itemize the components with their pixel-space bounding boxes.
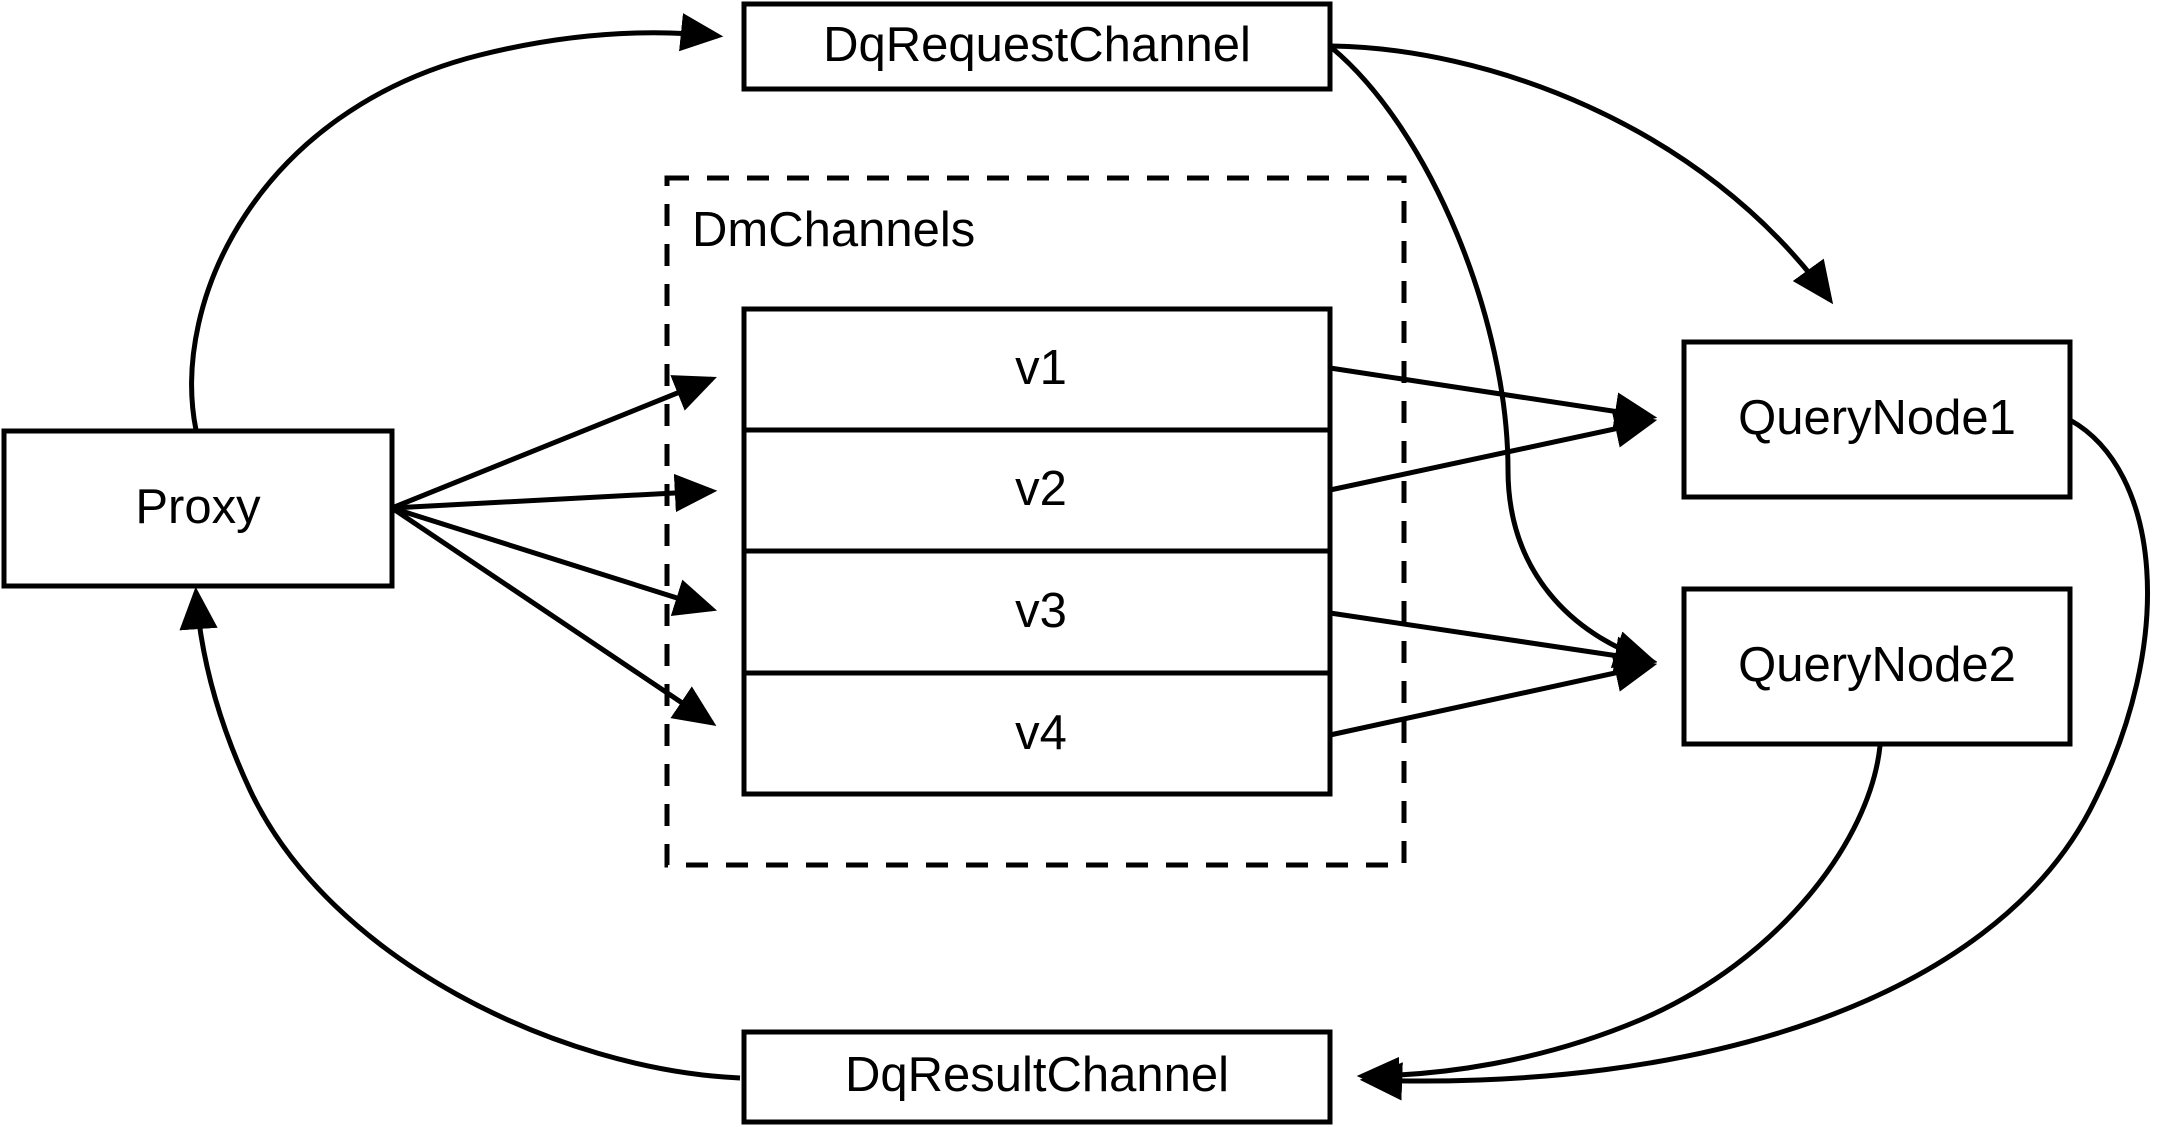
dm-channels-group-label: DmChannels	[692, 203, 975, 257]
query-node-1-label: QueryNode1	[1738, 391, 2016, 445]
dm-channels-table: v1 v2 v3 v4	[741, 306, 1333, 797]
dq-request-channel-label: DqRequestChannel	[823, 18, 1251, 72]
node-query-node-2[interactable]: QueryNode2	[1681, 586, 2073, 747]
edge-dq-result-channel-to-proxy	[179, 586, 741, 1081]
proxy-label: Proxy	[135, 480, 261, 534]
dm-channel-row-v3[interactable]: v3	[1015, 584, 1067, 638]
proxy-box[interactable]	[1, 428, 395, 589]
node-proxy[interactable]: Proxy	[1, 428, 395, 589]
dm-channels-group	[664, 175, 1407, 868]
dm-channel-row-v4[interactable]: v4	[1015, 706, 1067, 760]
edge-proxy-to-v4	[390, 505, 717, 726]
edge-query-node-2-to-dq-result-channel	[1356, 745, 1883, 1096]
edge-proxy-to-v2	[391, 473, 718, 513]
edge-dq-request-channel-to-query-node-1	[1331, 43, 1834, 305]
node-query-node-1[interactable]: QueryNode1	[1681, 339, 2073, 500]
edge-query-node-1-to-dq-result-channel	[1359, 417, 2150, 1101]
edge-v4-to-query-node-2	[1329, 654, 1658, 738]
edge-proxy-to-dq-request-channel	[189, 13, 724, 431]
node-dq-request-channel[interactable]: DqRequestChannel	[741, 1, 1333, 92]
query-node-2-label: QueryNode2	[1738, 638, 2016, 692]
dq-result-channel-box[interactable]	[741, 1029, 1333, 1125]
node-dq-result-channel[interactable]: DqResultChannel	[741, 1029, 1333, 1125]
edge-v1-to-query-node-1	[1329, 365, 1658, 431]
query-node-2-box[interactable]	[1681, 586, 2073, 747]
edge-v3-to-query-node-2	[1329, 610, 1658, 675]
edge-proxy-to-v1	[391, 375, 717, 511]
edge-v2-to-query-node-1	[1329, 410, 1658, 493]
dm-channel-row-v2[interactable]: v2	[1015, 462, 1067, 516]
dm-channel-row-v1[interactable]: v1	[1015, 341, 1067, 395]
query-node-1-box[interactable]	[1681, 339, 2073, 500]
dq-result-channel-label: DqResultChannel	[845, 1048, 1229, 1102]
dq-request-channel-box[interactable]	[741, 1, 1333, 92]
edge-dq-request-channel-to-query-node-2	[1330, 46, 1658, 668]
edge-proxy-to-v3	[391, 505, 718, 617]
